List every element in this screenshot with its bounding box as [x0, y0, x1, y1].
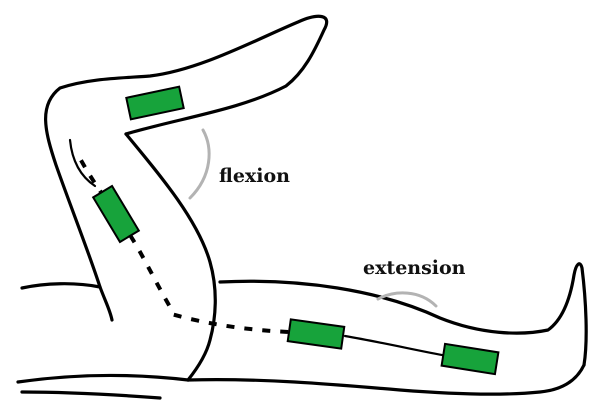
- sensor-thigh-extended: [288, 319, 345, 348]
- sensor-shank-extended: [442, 344, 499, 374]
- flexed-leg-outline-back: [22, 16, 327, 288]
- buttock-outline: [18, 376, 188, 382]
- flexed-leg-outline-shin: [126, 134, 215, 380]
- sensor-wire-shank: [345, 336, 447, 356]
- sensor-thigh-flexed: [93, 186, 139, 242]
- flexed-leg: [18, 16, 327, 398]
- lower-body-outline: [22, 392, 160, 398]
- extension-label: extension: [363, 257, 466, 279]
- sensor-shin-flexed: [126, 87, 183, 120]
- extended-leg-outline-bottom: [188, 365, 584, 394]
- flexed-leg-outline-thigh: [100, 287, 112, 320]
- flexion-angle-arc: [190, 130, 209, 198]
- flexion-label: flexion: [219, 165, 290, 187]
